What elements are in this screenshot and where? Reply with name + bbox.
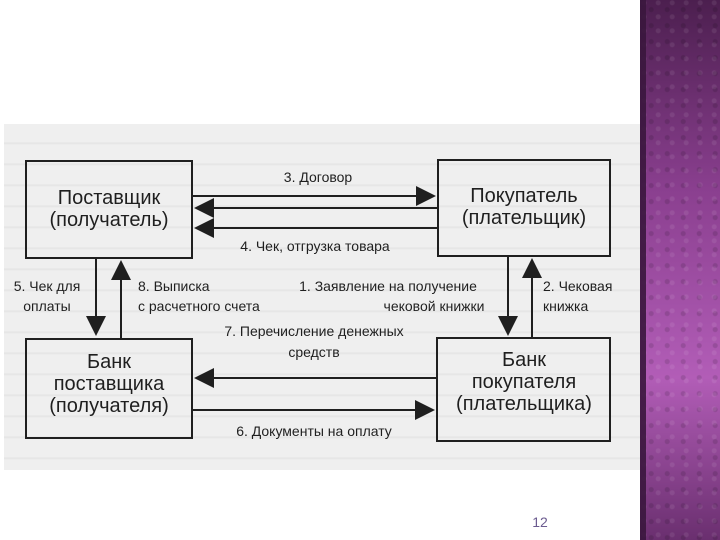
right-decorative-band: [640, 0, 720, 540]
transfer-label-line1: 7. Перечисление денежных: [224, 323, 403, 339]
contract-label: 3. Договор: [284, 169, 353, 185]
buyer-bank-title: Банк: [502, 349, 546, 371]
page-number: 12: [532, 514, 548, 530]
scan-lines-texture: [4, 124, 640, 470]
application-label-line1: 1. Заявление на получение: [299, 278, 477, 294]
buyer-title: Покупатель: [470, 185, 577, 207]
buyer-subtitle: (плательщик): [462, 207, 586, 229]
supplier-box: [25, 160, 193, 259]
statement-label-line2: с расчетного счета: [138, 298, 260, 314]
check-payment-label-line1: 5. Чек для: [14, 278, 81, 294]
supplier-bank-title: Банк: [87, 351, 131, 373]
buyer-bank-subtitle: покупателя: [472, 371, 576, 393]
check-shipment-label: 4. Чек, отгрузка товара: [240, 238, 390, 254]
buyer-bank-box: [436, 337, 611, 442]
supplier-bank-subtitle: поставщика: [54, 373, 165, 395]
supplier-title: Поставщик: [58, 187, 161, 209]
application-label-line2: чековой книжки: [384, 298, 485, 314]
supplier-bank-role: (получателя): [49, 395, 169, 417]
statement-label-line1: 8. Выписка: [138, 278, 210, 294]
buyer-bank-role: (плательщика): [456, 393, 592, 415]
documents-label: 6. Документы на оплату: [236, 423, 392, 439]
checkbook-label-line2: книжка: [543, 298, 588, 314]
checkbook-label-line1: 2. Чековая: [543, 278, 612, 294]
scanned-diagram-background: [4, 124, 640, 470]
check-payment-label-line2: оплаты: [23, 298, 71, 314]
supplier-bank-box: [25, 338, 193, 439]
supplier-subtitle: (получатель): [49, 209, 168, 231]
transfer-label-line2: средств: [288, 344, 339, 360]
